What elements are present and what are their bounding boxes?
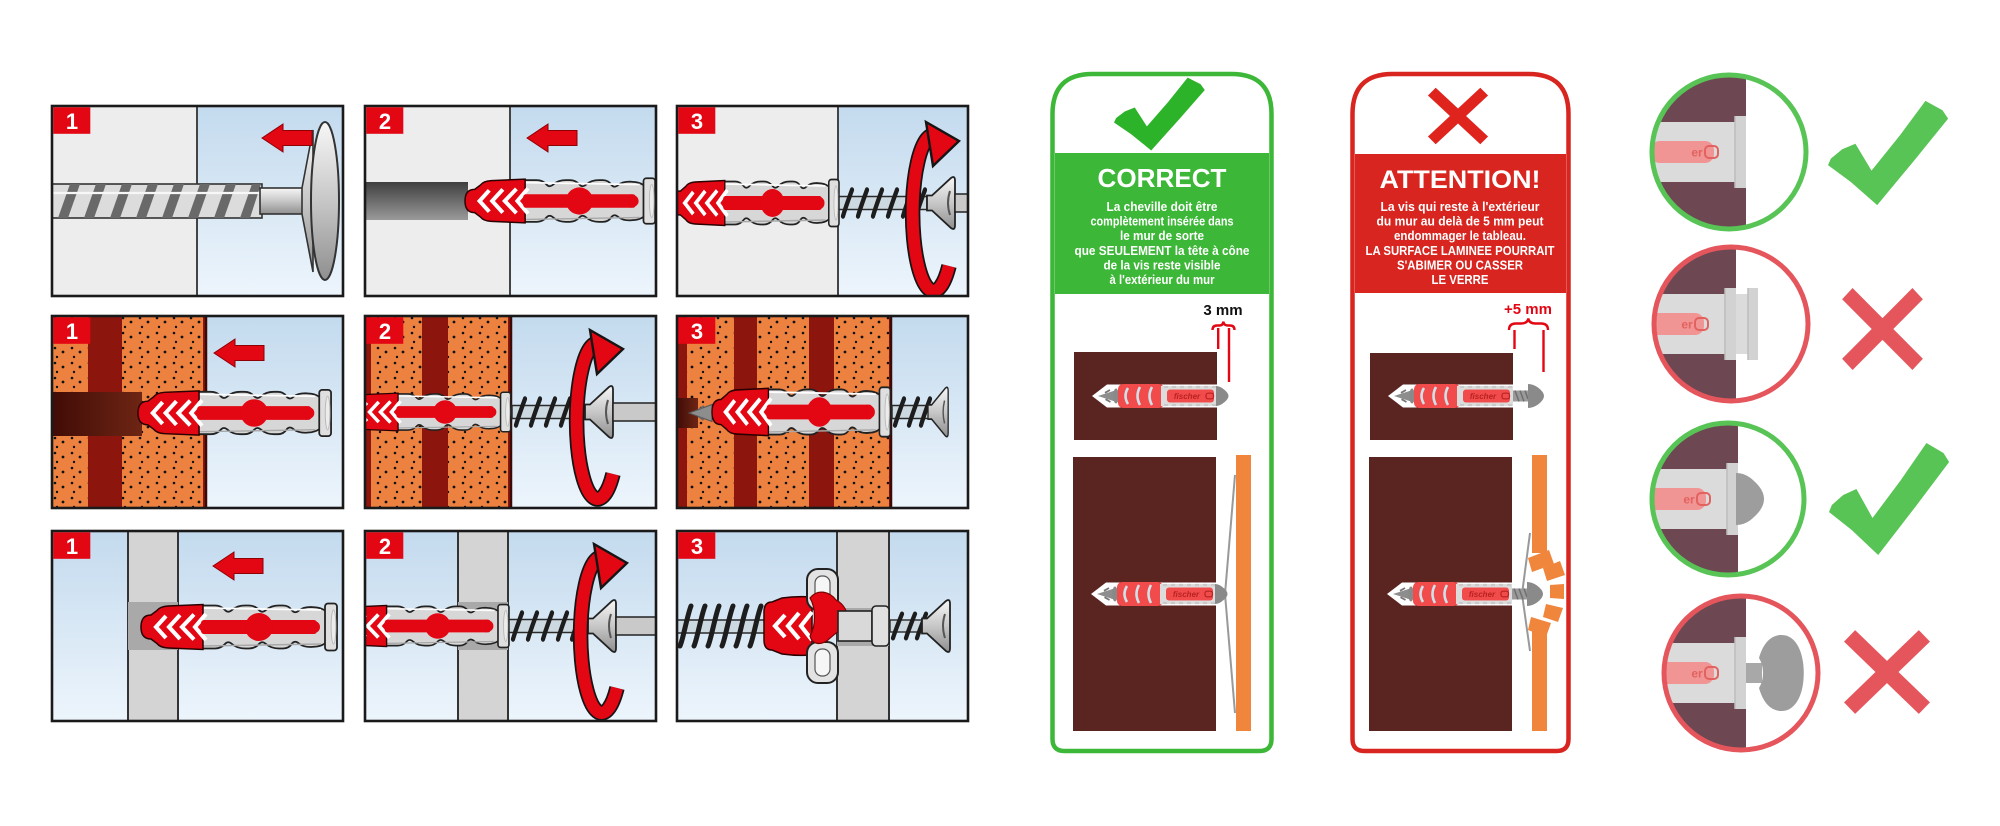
svg-text:complètement insérée dans: complètement insérée dans — [1091, 215, 1234, 229]
svg-text:3: 3 — [691, 109, 703, 134]
svg-text:2: 2 — [379, 534, 391, 559]
svg-text:1: 1 — [66, 319, 78, 344]
svg-text:le mur de sorte: le mur de sorte — [1120, 229, 1204, 243]
svg-text:que SEULEMENT la tête à cône: que SEULEMENT la tête à cône — [1075, 244, 1250, 258]
svg-text:3 mm: 3 mm — [1203, 302, 1242, 319]
svg-text:LE VERRE: LE VERRE — [1432, 273, 1489, 287]
svg-text:S'ABIMER OU CASSER: S'ABIMER OU CASSER — [1397, 258, 1523, 272]
svg-text:2: 2 — [379, 319, 391, 344]
svg-text:de la vis reste visible: de la vis reste visible — [1104, 258, 1221, 272]
svg-text:du mur au delà de 5 mm peut: du mur au delà de 5 mm peut — [1377, 215, 1545, 229]
svg-text:LA SURFACE LAMINEE POURRAIT: LA SURFACE LAMINEE POURRAIT — [1366, 244, 1555, 258]
svg-text:+5 mm: +5 mm — [1504, 301, 1552, 318]
svg-text:à l'extérieur du mur: à l'extérieur du mur — [1110, 273, 1215, 287]
svg-text:3: 3 — [691, 534, 703, 559]
svg-text:La cheville doit être: La cheville doit être — [1107, 200, 1218, 214]
svg-text:endommager le tableau.: endommager le tableau. — [1394, 229, 1526, 243]
svg-text:2: 2 — [379, 109, 391, 134]
svg-text:1: 1 — [66, 109, 78, 134]
svg-text:La vis qui reste à l'extérieur: La vis qui reste à l'extérieur — [1381, 200, 1540, 214]
svg-text:ATTENTION!: ATTENTION! — [1380, 166, 1541, 194]
svg-text:1: 1 — [66, 534, 78, 559]
svg-text:3: 3 — [691, 319, 703, 344]
svg-text:CORRECT: CORRECT — [1098, 163, 1227, 193]
